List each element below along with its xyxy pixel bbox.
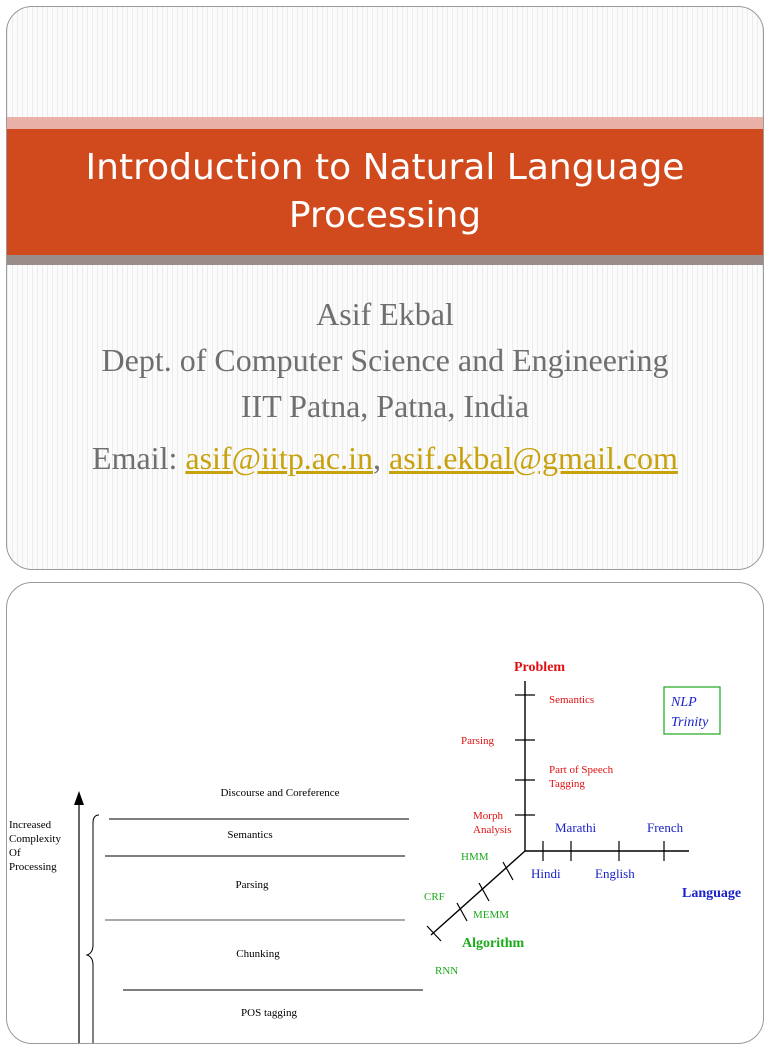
problem-parsing: Parsing [461, 735, 495, 747]
slide-title-line-1: Introduction to Natural Language [85, 147, 685, 188]
title-accent-bottom [7, 255, 763, 265]
algorithm-tick-4 [426, 925, 442, 942]
algorithm-axis-title: Algorithm [462, 936, 525, 951]
algorithm-tick-3 [456, 902, 468, 922]
email-link-gmail[interactable]: asif.ekbal@gmail.com [389, 440, 678, 476]
email-separator: , [373, 440, 389, 476]
layers-brace [85, 814, 100, 1043]
problem-morph-line1: Morph [473, 810, 503, 822]
problem-pos-line1: Part of Speech [549, 764, 614, 776]
language-axis-title: Language [682, 886, 741, 901]
title-slide: Introduction to Natural Language Process… [6, 6, 764, 570]
nlp-diagram: Increased Complexity Of Processing Disco… [9, 660, 741, 1043]
complexity-label-4: Processing [9, 861, 57, 873]
nlp-trinity-line1: NLP [670, 695, 697, 710]
complexity-arrow-head [74, 791, 84, 805]
email-link-iitp[interactable]: asif@iitp.ac.in [185, 440, 373, 476]
author-name: Asif Ekbal [316, 296, 454, 332]
layer-chunking: Chunking [236, 948, 280, 960]
problem-pos-line2: Tagging [549, 778, 585, 790]
department: Dept. of Computer Science and Engineerin… [101, 342, 669, 378]
algorithm-axis [430, 850, 526, 936]
layer-parsing: Parsing [236, 879, 270, 891]
complexity-label-3: Of [9, 847, 21, 859]
layer-discourse: Discourse and Coreference [220, 787, 339, 799]
problem-morph-line2: Analysis [473, 824, 512, 836]
nlp-layers-slide: Increased Complexity Of Processing Disco… [6, 582, 764, 1044]
algorithm-hmm: HMM [461, 851, 489, 863]
layer-pos-tagging: POS tagging [241, 1007, 297, 1019]
title-accent-top [7, 117, 763, 129]
problem-semantics: Semantics [549, 694, 594, 706]
algorithm-tick-2 [478, 882, 490, 902]
email-line: Email: asif@iitp.ac.in, asif.ekbal@gmail… [7, 435, 763, 481]
title-band: Introduction to Natural Language Process… [7, 129, 763, 255]
complexity-label-2: Complexity [9, 833, 61, 845]
language-french: French [647, 820, 684, 835]
author-block: Asif Ekbal Dept. of Computer Science and… [7, 291, 763, 481]
institute: IIT Patna, Patna, India [240, 388, 530, 424]
language-english: English [595, 866, 635, 881]
algorithm-tick-1 [502, 861, 514, 881]
language-hindi: Hindi [531, 866, 561, 881]
nlp-trinity-box [663, 686, 721, 735]
language-marathi: Marathi [555, 820, 597, 835]
algorithm-memm: MEMM [473, 909, 509, 921]
slide-title-line-2: Processing [288, 195, 482, 236]
algorithm-rnn: RNN [435, 965, 458, 977]
nlp-trinity-line2: Trinity [671, 715, 709, 730]
algorithm-crf: CRF [424, 891, 445, 903]
problem-axis-title: Problem [514, 660, 565, 675]
layer-semantics: Semantics [227, 829, 272, 841]
email-label: Email: [92, 440, 186, 476]
complexity-label-1: Increased [9, 819, 52, 831]
